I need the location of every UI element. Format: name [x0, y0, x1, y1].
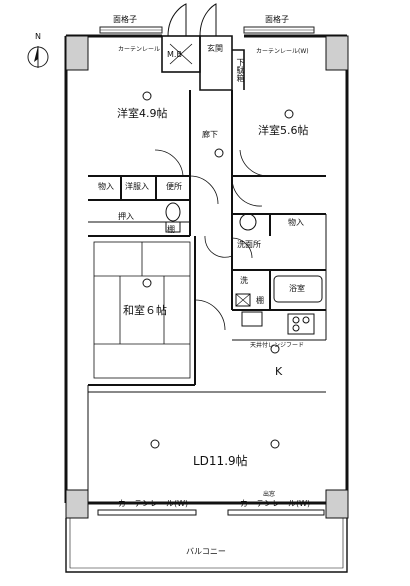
lattice-left-label: 面格子 [113, 15, 137, 24]
closet-2-label: 洋服入 [125, 182, 149, 191]
tatami-grid [93, 241, 191, 379]
balcony-label: バルコニー [186, 547, 226, 556]
shelf-2-label: 棚 [256, 296, 264, 305]
curtain-bottom-right-label: カーテンレール(W) [240, 499, 311, 508]
closet-1-label: 物入 [98, 182, 114, 191]
entrance-label: 玄関 [207, 44, 223, 53]
room-western-1: 洋室4.9帖 [117, 107, 168, 120]
range-hood-label: 天井付レンジフード [250, 342, 305, 349]
curtain-bottom-left-label: カーテンレール(W) [118, 499, 189, 508]
hallway-label: 廊下 [202, 130, 218, 139]
balcony-outline [65, 518, 348, 573]
closet-3-label: 物入 [288, 218, 304, 227]
ceiling-light-icons [142, 91, 294, 449]
toilet-label: 便所 [166, 182, 182, 191]
washroom-label: 洗面所 [237, 240, 261, 249]
entrance-area [161, 3, 245, 91]
window-lattice-top-right [243, 26, 315, 34]
columns [65, 35, 349, 519]
outer-walls [64, 34, 349, 505]
bathroom-fixtures [165, 202, 323, 335]
room-japanese: 和室６帖 [123, 304, 167, 317]
compass-north-label: N [35, 32, 41, 41]
curtain-top-left-label: カーテンレール [118, 46, 161, 53]
bath-label: 浴室 [289, 284, 305, 293]
shelf-1-label: 棚 [167, 225, 175, 234]
oshiire-label: 押入 [118, 212, 134, 221]
shoe-storage-label: 下駄箱 [236, 58, 245, 82]
lattice-right-label: 面格子 [265, 15, 289, 24]
window-label: 出窓 [263, 491, 276, 498]
room-western-2: 洋室5.6帖 [258, 124, 309, 137]
north-arrow-icon [27, 46, 49, 68]
kitchen-label: K [275, 365, 283, 378]
washer-label: 洗 [240, 276, 248, 285]
curtain-rails-bottom [97, 509, 325, 516]
mb-label: M.B [167, 50, 182, 59]
door-swings [154, 149, 269, 331]
interior-walls [87, 90, 327, 500]
window-lattice-top-left [99, 26, 163, 34]
room-ld: LD11.9帖 [193, 454, 248, 468]
curtain-top-right-label: カーテンレール(W) [256, 48, 309, 55]
